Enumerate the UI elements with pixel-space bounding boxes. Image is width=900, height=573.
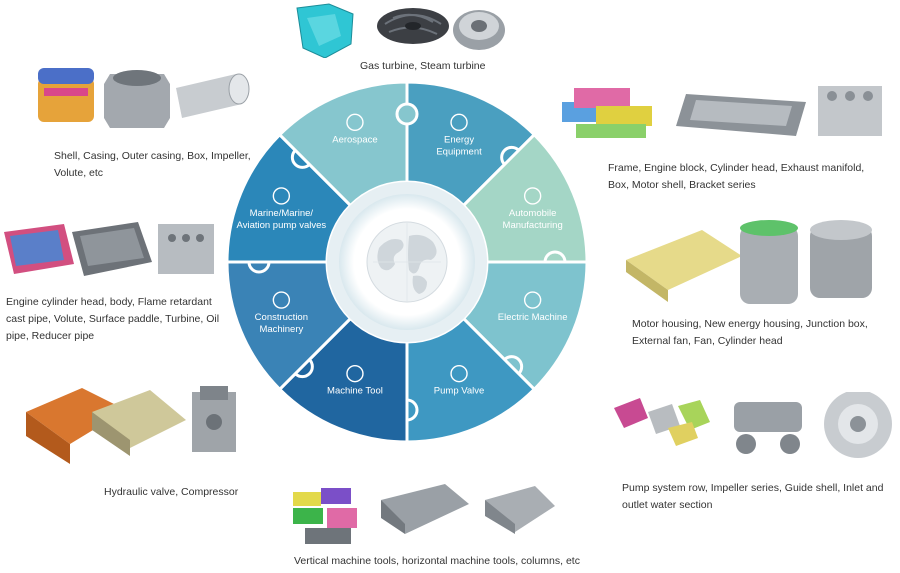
marine-parts-illustration [4, 222, 214, 276]
globe-icon [366, 221, 448, 303]
segment-label: Manufacturing [503, 220, 563, 231]
aerospace-caption: Shell, Casing, Outer casing, Box, Impell… [54, 148, 251, 182]
motor-icon [523, 291, 542, 309]
construction-parts-illustration [26, 386, 236, 464]
segment-label: Equipment [436, 146, 482, 157]
segment-label: Construction [255, 312, 308, 323]
segment-label: Electric Machine [498, 312, 568, 323]
segment-label: Automobile [509, 208, 557, 219]
airplane-icon [346, 113, 364, 132]
ship-icon [272, 187, 291, 205]
segment-label: Aerospace [332, 134, 377, 145]
electric-machine-parts-illustration [626, 220, 872, 304]
machine-tool-parts-illustration [293, 484, 555, 544]
segment-label: Pump Valve [434, 386, 485, 397]
puzzle-knob [395, 102, 419, 126]
marine-caption-line: Engine cylinder head, body, Flame retard… [6, 296, 212, 308]
automobile-caption: Frame, Engine block, Cylinder head, Exha… [608, 160, 864, 194]
pump-parts-illustration [614, 392, 892, 458]
segment-label: Marine/Marine/ [250, 208, 314, 219]
marine-caption: Engine cylinder head, body, Flame retard… [6, 294, 219, 345]
segment-label: Machine Tool [327, 386, 383, 397]
energy-caption: Gas turbine, Steam turbine [360, 58, 485, 75]
automobile-caption-line: Frame, Engine block, Cylinder head, Exha… [608, 162, 865, 174]
marine-caption-line: cast pipe, Volute, Surface paddle, Turbi… [6, 313, 220, 325]
segment-label: Aviation pump valves [237, 220, 327, 231]
segment-label: Energy [444, 134, 474, 145]
electric-caption-line: Motor housing, New energy housing, Junct… [632, 318, 868, 330]
automobile-parts-illustration [562, 86, 882, 138]
construction-caption: Hydraulic valve, Compressor [104, 484, 238, 501]
aerospace-caption-line: Volute, etc [54, 167, 104, 179]
energy-caption-line: Gas turbine, Steam turbine [360, 60, 486, 72]
marine-caption-line: pipe, Reducer pipe [6, 330, 95, 342]
energy-parts-illustration [296, 3, 505, 58]
gears-icon [272, 291, 291, 309]
machine-tool-caption-line: Vertical machine tools, horizontal machi… [294, 555, 580, 567]
aerospace-caption-line: Shell, Casing, Outer casing, Box, Impell… [54, 150, 251, 162]
car-gear-icon [523, 187, 542, 205]
machine-tool-icon [346, 364, 364, 383]
machine-tool-caption: Vertical machine tools, horizontal machi… [294, 553, 580, 570]
electric-caption-line: External fan, Fan, Cylinder head [632, 335, 783, 347]
pump-caption-line: Pump system row, Impeller series, Guide … [622, 482, 884, 494]
automobile-caption-line: Box, Motor shell, Bracket series [608, 179, 756, 191]
power-tower-icon [450, 113, 468, 132]
valve-icon [450, 364, 468, 383]
electric-caption: Motor housing, New energy housing, Junct… [632, 316, 868, 350]
construction-caption-line: Hydraulic valve, Compressor [104, 486, 239, 498]
segment-label: Machinery [259, 324, 303, 335]
aerospace-parts-illustration [38, 68, 250, 128]
pump-caption: Pump system row, Impeller series, Guide … [622, 480, 883, 514]
pump-caption-line: outlet water section [622, 499, 713, 511]
